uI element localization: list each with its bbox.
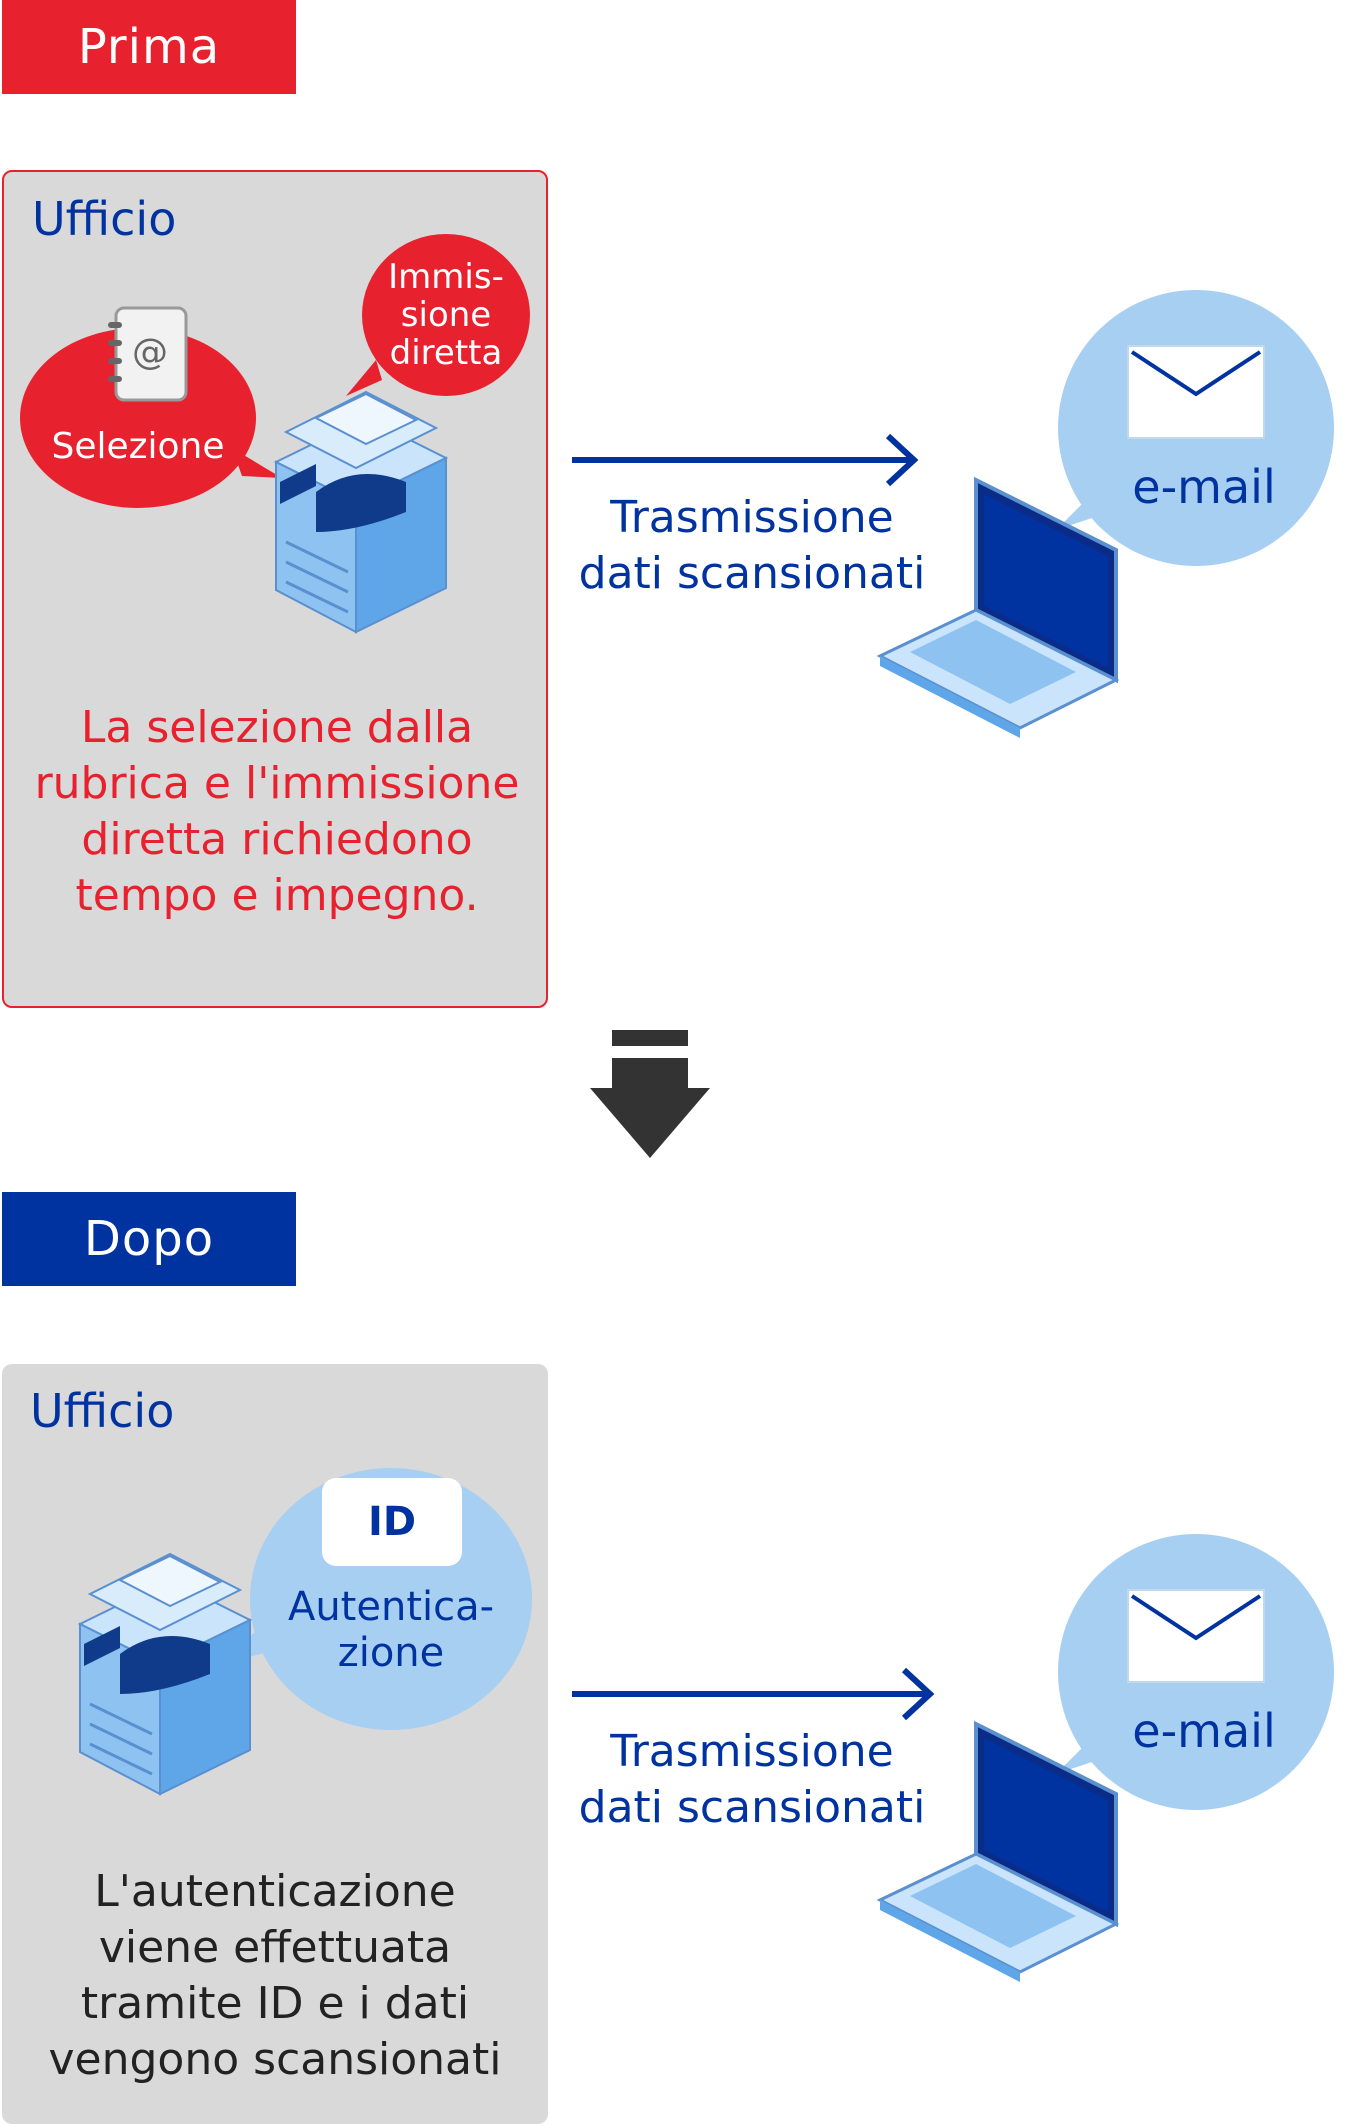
after-transmission-arrow-icon <box>572 1667 935 1721</box>
after-email-bubble-tail <box>1056 1714 1146 1774</box>
before-transmission-line2: dati scansionati <box>578 548 926 599</box>
selection-bubble-tail <box>232 448 282 478</box>
svg-text:@: @ <box>132 332 168 373</box>
copier-icon <box>273 390 449 634</box>
after-office-label: Ufficio <box>30 1384 175 1438</box>
auth-bubble: ID Autentica- zione <box>250 1468 532 1730</box>
after-transmission-line2: dati scansionati <box>578 1782 926 1833</box>
after-caption-line1: L'autenticazione <box>94 1866 456 1917</box>
before-email-bubble-tail <box>1056 470 1146 530</box>
before-caption-line1: La selezione dalla <box>80 702 474 753</box>
after-caption-line3: tramite ID e i dati <box>80 1978 470 2029</box>
auth-line2: zione <box>337 1630 445 1676</box>
after-transmission-line1: Trasmissione <box>610 1726 894 1777</box>
before-email-label: e-mail <box>1132 460 1276 514</box>
after-laptop-icon <box>876 1720 1120 1982</box>
down-arrow-icon <box>590 1030 710 1158</box>
direct-entry-bubble: Immis- sione diretta <box>362 234 530 396</box>
direct-entry-line1: Immis- <box>388 257 504 297</box>
address-book-icon: @ <box>108 306 188 402</box>
after-envelope-icon <box>1127 1589 1265 1683</box>
before-transmission-line1: Trasmissione <box>610 492 894 543</box>
after-copier-icon <box>77 1552 253 1796</box>
before-transmission-label: Trasmissione dati scansionati <box>562 490 942 602</box>
after-office-panel: Ufficio ID Autentica- zione L'autenticaz… <box>2 1364 548 2124</box>
before-tag: Prima <box>2 0 296 94</box>
after-caption-line4: vengono scansionati <box>48 2034 502 2085</box>
after-caption-line2: viene effettuata <box>98 1922 452 1973</box>
after-caption: L'autenticazione viene effettuata tramit… <box>2 1864 548 2088</box>
auth-label: Autentica- zione <box>250 1584 532 1676</box>
direct-entry-bubble-tail <box>346 360 382 396</box>
direct-entry-line2: sione <box>400 295 492 335</box>
selection-bubble: @ Selezione <box>20 306 256 508</box>
before-caption-line4: tempo e impegno. <box>75 870 479 921</box>
before-caption: La selezione dalla rubrica e l'immission… <box>4 700 550 924</box>
before-office-label: Ufficio <box>32 192 177 246</box>
direct-entry-line3: diretta <box>389 333 503 373</box>
before-caption-line3: diretta richiedono <box>81 814 473 865</box>
after-email-label: e-mail <box>1132 1704 1276 1758</box>
before-transmission-arrow-icon <box>572 433 919 487</box>
before-envelope-icon <box>1127 345 1265 439</box>
after-transmission-label: Trasmissione dati scansionati <box>562 1724 942 1836</box>
selection-label: Selezione <box>51 426 225 467</box>
after-tag: Dopo <box>2 1192 296 1286</box>
auth-line1: Autentica- <box>287 1584 495 1630</box>
id-card: ID <box>322 1478 462 1566</box>
before-caption-line2: rubrica e l'immissione <box>34 758 520 809</box>
before-office-panel: Ufficio @ Selezione Immis- sione diretta <box>2 170 548 1008</box>
before-laptop-icon <box>876 476 1120 738</box>
